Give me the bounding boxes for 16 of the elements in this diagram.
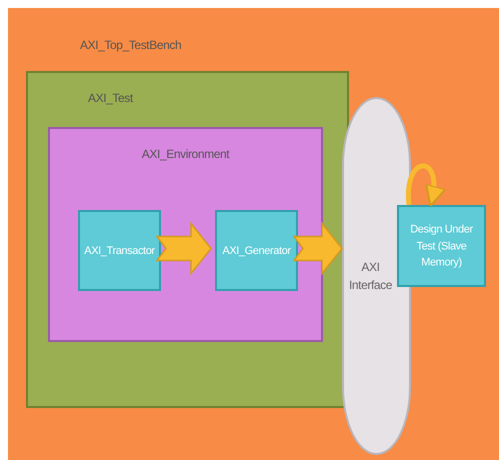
block-arrow — [156, 221, 212, 276]
component-box — [397, 205, 486, 287]
node-label: AXI_Generator — [221, 243, 292, 258]
node-label: Design Under Test (Slave Memory) — [409, 222, 474, 270]
node-label: AXI Interface — [348, 259, 393, 294]
node-label: AXI_Test — [88, 91, 133, 105]
environment-panel — [48, 127, 323, 342]
component-box — [215, 210, 298, 291]
block-arrow — [292, 221, 343, 276]
loop-arrow — [406, 164, 446, 207]
test-panel — [26, 71, 349, 408]
node-label: AXI_Transactor — [83, 243, 156, 258]
node-label: AXI_Top_TestBench — [80, 38, 182, 52]
component-box — [78, 210, 161, 291]
node-label: AXI_Environment — [140, 147, 230, 161]
testbench-panel — [8, 8, 499, 460]
